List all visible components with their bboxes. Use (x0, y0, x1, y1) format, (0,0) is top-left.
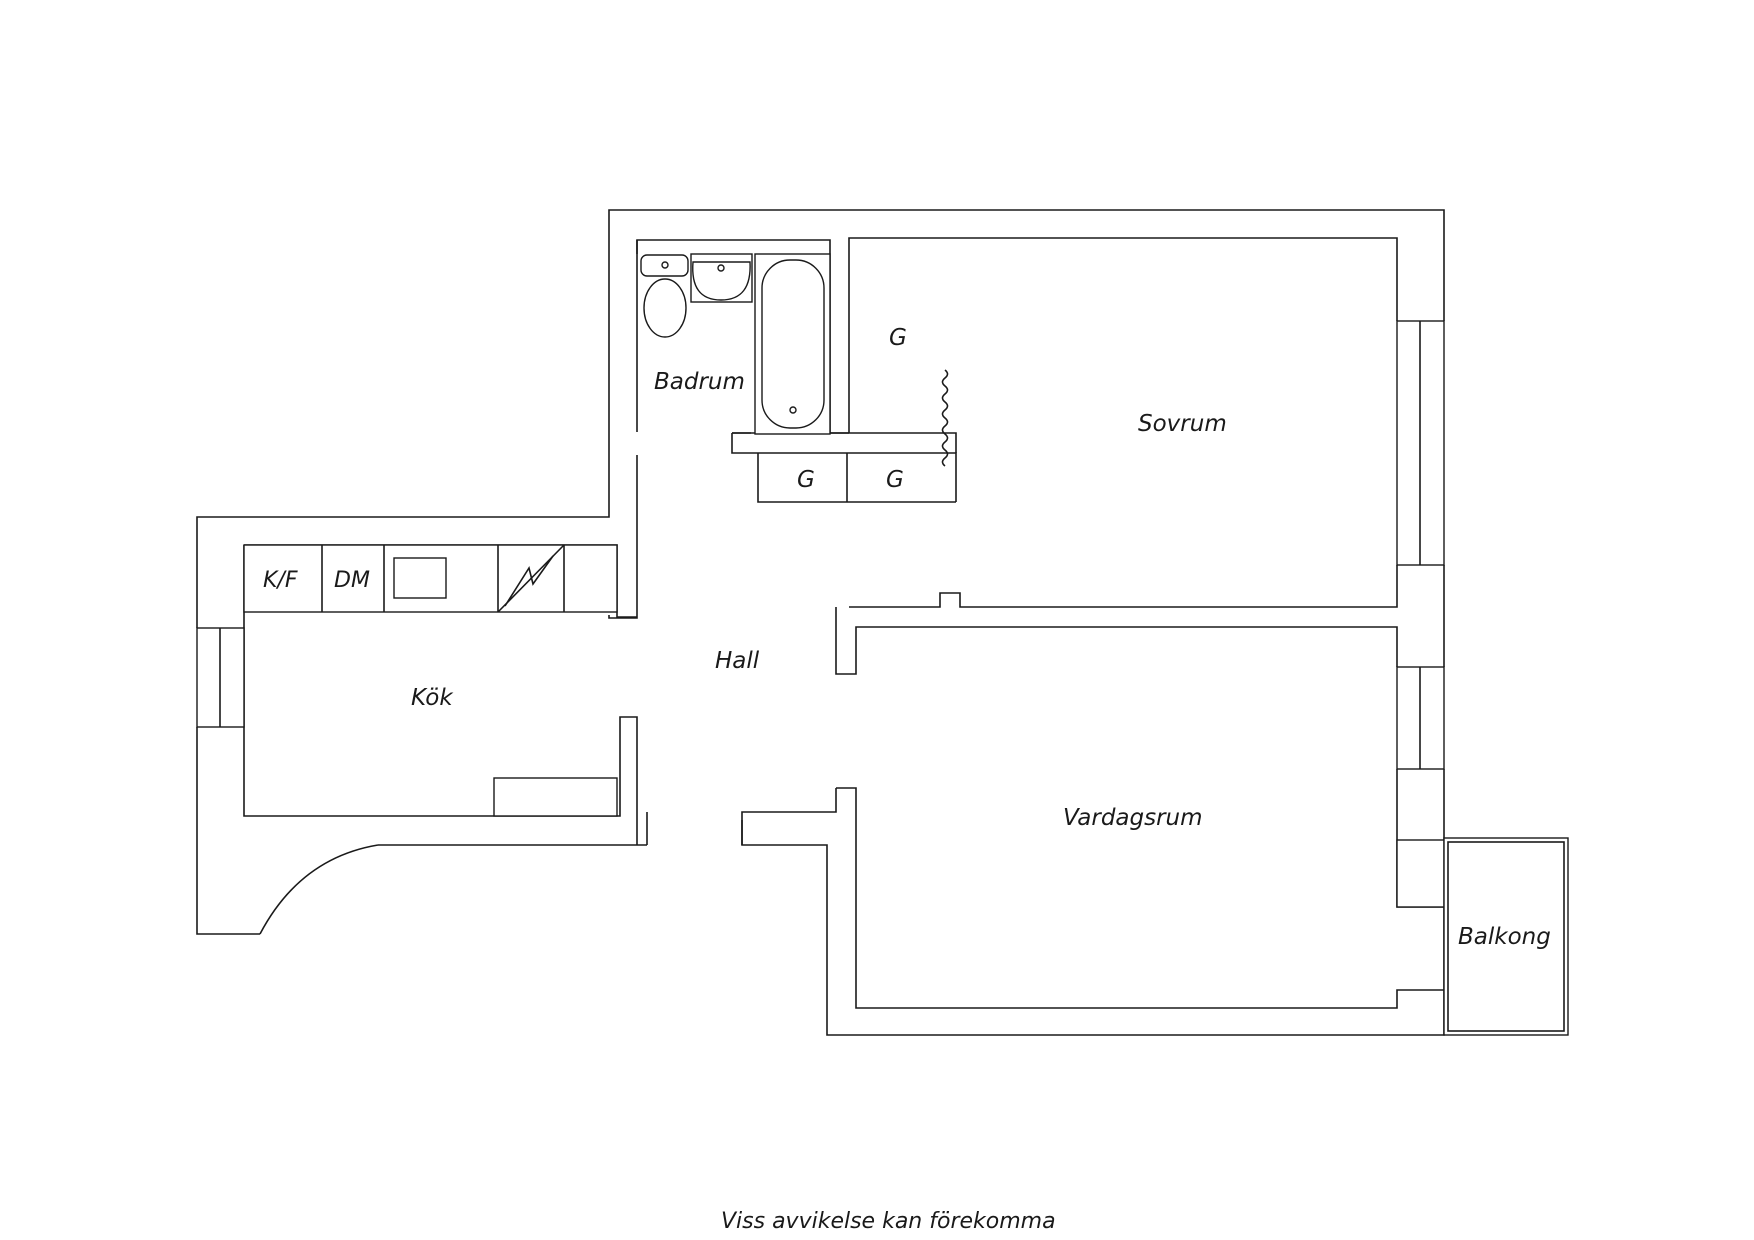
kitchen-sink-icon (393, 557, 447, 599)
room-label-balkong: Balkong (1458, 924, 1551, 950)
stove-icon (497, 544, 565, 613)
kitchen-counter (243, 544, 618, 817)
room-labels: Badrum Sovrum Hall Kök Vardagsrum Balkon… (263, 325, 1551, 950)
balcony (1443, 837, 1569, 1036)
closet-label-hall-left: G (797, 467, 815, 493)
toilet-icon (640, 254, 689, 338)
bathtub-icon (754, 253, 831, 435)
wardrobe-curtain (941, 369, 949, 467)
room-label-badrum: Badrum (654, 369, 745, 395)
dishwasher-label: DM (334, 568, 370, 593)
sink-icon (690, 253, 753, 303)
closet-label-sovrum: G (889, 325, 907, 351)
fridge-freezer-label: K/F (263, 568, 298, 593)
room-label-sovrum: Sovrum (1138, 411, 1227, 437)
windows (196, 320, 1445, 908)
room-label-vardagsrum: Vardagsrum (1063, 805, 1203, 831)
disclaimer-note: Viss avvikelse kan förekomma (721, 1209, 1056, 1234)
inner-walls (243, 237, 1444, 1009)
room-label-hall: Hall (715, 648, 760, 674)
closet-label-hall-right: G (886, 467, 904, 493)
bathroom-fixtures (640, 253, 831, 435)
room-label-kok: Kök (411, 685, 454, 711)
